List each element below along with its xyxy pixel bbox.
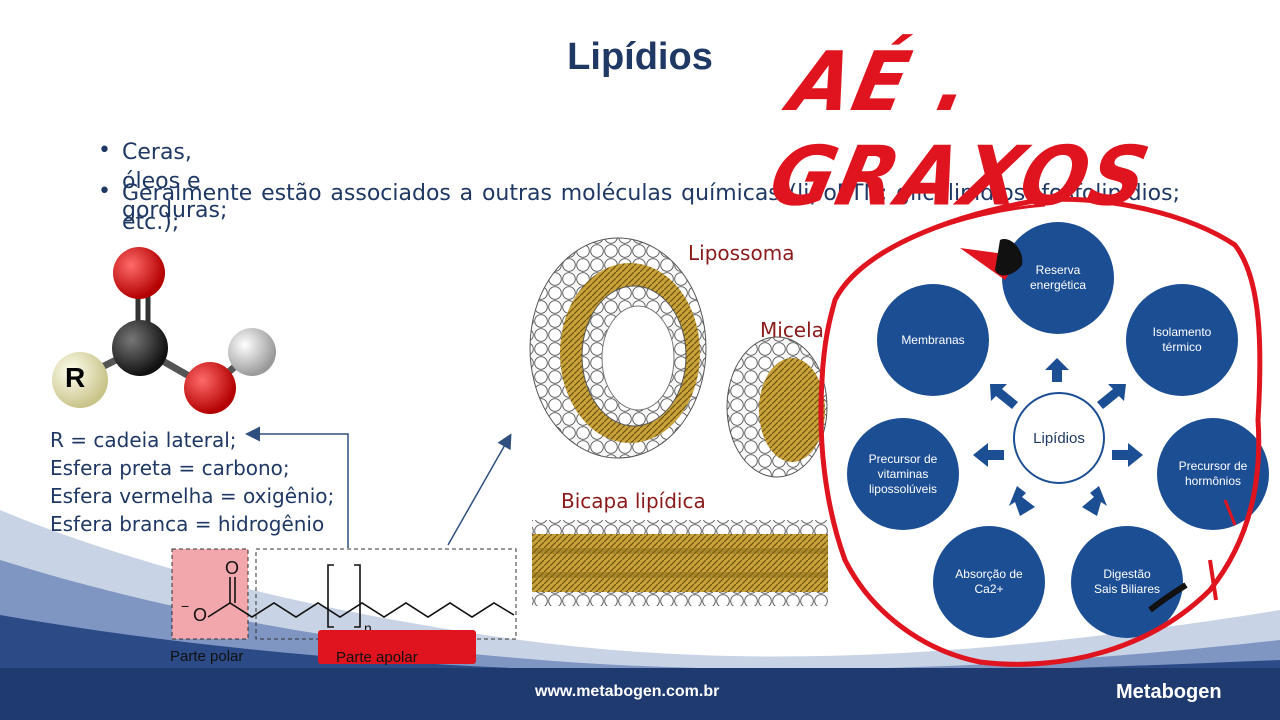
center-node: Lipídios bbox=[1013, 392, 1105, 484]
function-node: Precursor de vitaminas lipossolúveis bbox=[847, 418, 959, 530]
charge-label: − bbox=[181, 598, 190, 614]
handwritten-note: AÉ . GRAXOS bbox=[761, 35, 1159, 225]
function-node: Digestão Sais Biliares bbox=[1071, 526, 1183, 638]
repeat-subscript: n bbox=[364, 620, 372, 636]
function-node: Absorção de Ca2+ bbox=[933, 526, 1045, 638]
bullet-dot: • bbox=[98, 179, 111, 204]
legend-line: Esfera preta = carbono; bbox=[50, 456, 290, 480]
carbonyl-oxygen-label: O bbox=[225, 558, 240, 578]
membrane-structures bbox=[529, 237, 828, 606]
page-title: Lipídios bbox=[567, 36, 713, 78]
bullet-dot: • bbox=[98, 138, 111, 163]
carboxylate-oxygen-label: O bbox=[193, 605, 208, 625]
footer-website: www.metabogen.com.br bbox=[535, 683, 720, 700]
polar-part-label: Parte polar bbox=[170, 648, 244, 665]
function-node: Membranas bbox=[877, 284, 989, 396]
carboxyl-molecule-model bbox=[52, 247, 276, 414]
legend-line: Esfera vermelha = oxigênio; bbox=[50, 484, 335, 508]
r-group-label: R bbox=[65, 362, 86, 393]
micelle-label: Micela bbox=[760, 318, 824, 342]
legend-line: R = cadeia lateral; bbox=[50, 428, 237, 452]
function-node: Reserva energética bbox=[1002, 222, 1114, 334]
apolar-part-label: Parte apolar bbox=[336, 649, 418, 666]
footer-brand: Metabogen bbox=[1116, 681, 1222, 703]
bilayer-label: Bicapa lipídica bbox=[561, 489, 706, 513]
liposome-label: Lipossoma bbox=[688, 241, 795, 265]
fatty-acid-structure bbox=[171, 548, 517, 640]
legend-line: Esfera branca = hidrogênio bbox=[50, 512, 325, 536]
function-node: Precursor de hormônios bbox=[1157, 418, 1269, 530]
apolar-highlight bbox=[318, 630, 476, 664]
function-node: Isolamento térmico bbox=[1126, 284, 1238, 396]
